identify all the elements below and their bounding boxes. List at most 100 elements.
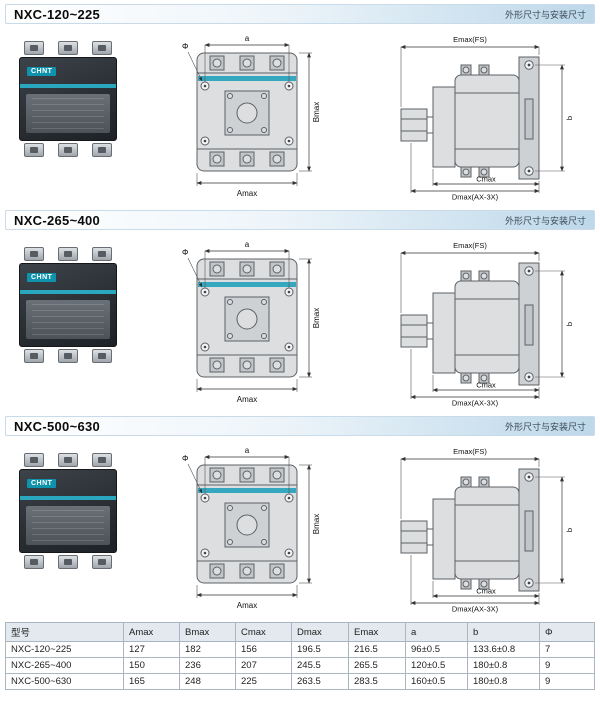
model-section: NXC-120~225 外形尺寸与安装尺寸 CHNT — [5, 4, 595, 201]
dim-label-emax: Emax(FS) — [453, 447, 487, 456]
dimension-note: 外形尺寸与安装尺寸 — [504, 9, 586, 20]
model-section: NXC-500~630 外形尺寸与安装尺寸 CHNT — [5, 416, 595, 613]
dim-label-amax: Amax — [237, 601, 257, 610]
cell-cmax: 156 — [235, 641, 292, 658]
side-dimensions: Emax(FS) b Cmax Dmax(AX-3X) — [400, 241, 574, 408]
table-row: NXC-265~400 150 236 207 245.5 265.5 120±… — [5, 657, 595, 674]
front-view-drawing: a Φ Amax Bmax — [182, 446, 321, 610]
front-view-drawing: a Φ Amax Bmax — [182, 240, 321, 404]
front-dimensions: a Φ Amax Bmax — [182, 446, 321, 610]
front-dimensions: a Φ Amax Bmax — [182, 34, 321, 198]
cell-bmax: 182 — [179, 641, 236, 658]
sections-container: NXC-120~225 外形尺寸与安装尺寸 CHNT — [5, 4, 595, 613]
terminal-screw — [24, 143, 44, 157]
contactor-photo: CHNT — [19, 453, 117, 569]
col-header-model: 型号 — [5, 622, 124, 642]
side-dimensions: Emax(FS) b Cmax Dmax(AX-3X) — [400, 447, 574, 613]
col-header-a: a — [405, 622, 468, 642]
side-view-column: Emax(FS) b Cmax Dmax(AX-3X) — [353, 29, 587, 201]
dimension-note: 外形尺寸与安装尺寸 — [504, 421, 586, 432]
side-view-drawing: Emax(FS) b Cmax Dmax(AX-3X) — [400, 35, 574, 201]
accessory-block — [400, 108, 428, 142]
side-view-drawing: Emax(FS) b Cmax Dmax(AX-3X) — [400, 241, 574, 408]
brand-band — [198, 282, 296, 287]
table-header-row: 型号 Amax Bmax Cmax Dmax Emax a b Φ — [5, 622, 595, 642]
dim-label-emax: Emax(FS) — [453, 35, 487, 44]
terminal-screw — [24, 555, 44, 569]
col-header-emax: Emax — [348, 622, 406, 642]
model-title: NXC-500~630 — [14, 418, 101, 434]
cell-model: NXC-120~225 — [5, 641, 124, 658]
cell-b: 133.6±0.8 — [467, 641, 540, 658]
dim-label-amax: Amax — [237, 395, 257, 404]
terminal-screw — [92, 247, 112, 261]
dim-label-bmax: Bmax — [312, 102, 321, 122]
front-dimensions: a Φ Amax Bmax — [182, 240, 321, 404]
front-body-outline — [196, 464, 298, 584]
dim-label-a: a — [245, 446, 250, 455]
terminal-screw — [58, 41, 78, 55]
side-body-outline — [400, 468, 540, 592]
dim-label-bmax: Bmax — [312, 308, 321, 328]
cell-a: 160±0.5 — [405, 673, 468, 690]
front-body-outline — [196, 258, 298, 378]
top-terminals — [19, 41, 117, 55]
cell-amax: 127 — [123, 641, 180, 658]
terminal-screw — [92, 555, 112, 569]
side-body-outline — [400, 56, 540, 180]
terminal-screw — [92, 143, 112, 157]
cell-hole-diameter: 7 — [539, 641, 595, 658]
brand-chip: CHNT — [27, 479, 57, 488]
dim-label-a: a — [245, 240, 250, 249]
side-view-column: Emax(FS) b Cmax Dmax(AX-3X) — [353, 235, 587, 407]
terminal-screw — [24, 247, 44, 261]
table-row: NXC-120~225 127 182 156 196.5 216.5 96±0… — [5, 641, 595, 658]
accessory-block — [400, 520, 428, 554]
terminal-screw — [24, 349, 44, 363]
contactor-front-panel — [26, 94, 110, 133]
brand-stripe — [20, 84, 116, 88]
terminal-screw — [58, 247, 78, 261]
dim-label-b: b — [565, 116, 574, 120]
bottom-terminals — [19, 555, 117, 569]
photo-column: CHNT — [13, 235, 141, 363]
front-view-column: a Φ Amax Bmax — [141, 441, 353, 613]
front-view-drawing: a Φ Amax Bmax — [182, 34, 321, 198]
model-title: NXC-120~225 — [14, 6, 101, 22]
cell-b: 180±0.8 — [467, 673, 540, 690]
dim-label-cmax: Cmax — [476, 587, 496, 596]
section-body: CHNT — [5, 436, 595, 613]
front-view-column: a Φ Amax Bmax — [141, 235, 353, 407]
accessory-block — [400, 314, 428, 348]
dim-label-hole-diameter: Φ — [182, 454, 188, 463]
col-header-hole-diameter: Φ — [539, 622, 595, 642]
brand-chip: CHNT — [27, 273, 57, 282]
dim-label-hole-diameter: Φ — [182, 248, 188, 257]
cell-bmax: 248 — [179, 673, 236, 690]
terminal-screw — [58, 453, 78, 467]
contactor-photo: CHNT — [19, 41, 117, 157]
cell-hole-diameter: 9 — [539, 673, 595, 690]
dimensions-table: 型号 Amax Bmax Cmax Dmax Emax a b Φ NXC-12… — [5, 622, 595, 690]
bottom-terminals — [19, 143, 117, 157]
cell-cmax: 207 — [235, 657, 292, 674]
dim-label-dmax: Dmax(AX-3X) — [452, 399, 499, 408]
photo-column: CHNT — [13, 441, 141, 569]
side-view-column: Emax(FS) b Cmax Dmax(AX-3X) — [353, 441, 587, 613]
cell-emax: 216.5 — [348, 641, 406, 658]
section-body: CHNT — [5, 24, 595, 201]
top-terminals — [19, 453, 117, 467]
model-section: NXC-265~400 外形尺寸与安装尺寸 CHNT — [5, 210, 595, 407]
contactor-front-panel — [26, 300, 110, 339]
col-header-bmax: Bmax — [179, 622, 236, 642]
bottom-terminals — [19, 349, 117, 363]
contactor-photo: CHNT — [19, 247, 117, 363]
section-header: NXC-120~225 外形尺寸与安装尺寸 — [5, 4, 595, 24]
brand-stripe — [20, 290, 116, 294]
cell-model: NXC-500~630 — [5, 673, 124, 690]
terminal-screw — [24, 41, 44, 55]
contactor-body: CHNT — [19, 469, 117, 553]
model-title: NXC-265~400 — [14, 212, 101, 228]
cell-a: 120±0.5 — [405, 657, 468, 674]
col-header-cmax: Cmax — [235, 622, 292, 642]
